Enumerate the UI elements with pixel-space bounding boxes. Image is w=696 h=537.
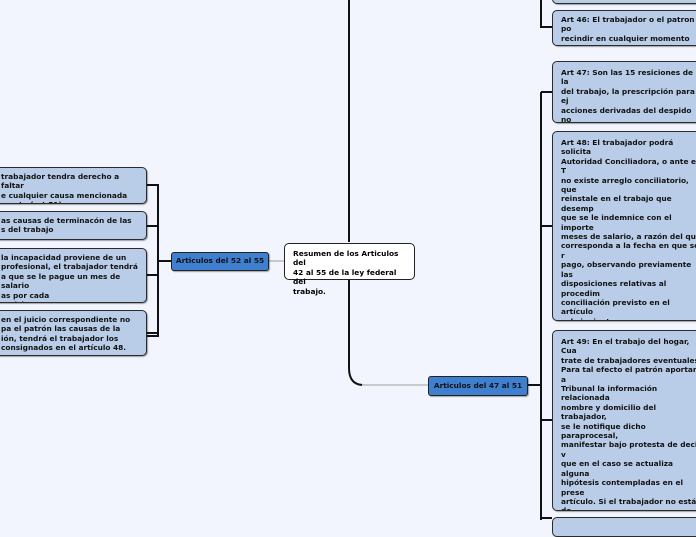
article-49-box[interactable]: Art 49: En el trabajo del hogar, Cua tra… [552, 330, 696, 511]
branch-articulos-47-51[interactable]: Articulos del 47 al 51 [428, 376, 528, 396]
left-item-4[interactable]: en el juicio correspondiente no pa el pa… [0, 310, 147, 356]
top-clipped-box[interactable] [552, 0, 696, 4]
branch-articulos-52-55[interactable]: Articulos del 52 al 55 [171, 252, 269, 271]
left-item-1[interactable]: trabajador tendra derecho a faltar e cua… [0, 167, 147, 204]
bottom-clipped-box[interactable] [552, 517, 696, 537]
connector-lines [147, 0, 552, 520]
left-item-3[interactable]: la incapacidad proviene de un profesiona… [0, 248, 147, 303]
article-47-box[interactable]: Art 47: Son las 15 resiciones de la del … [552, 61, 696, 123]
article-48-box[interactable]: Art 48: El trabajador podrá solicita Aut… [552, 131, 696, 321]
article-46-box[interactable]: Art 46: El trabajador o el patron po rec… [552, 10, 696, 46]
left-item-2[interactable]: as causas de terminacón de las s del tra… [0, 211, 147, 240]
central-topic[interactable]: Resumen de los Articulos del 42 al 55 de… [284, 243, 415, 296]
